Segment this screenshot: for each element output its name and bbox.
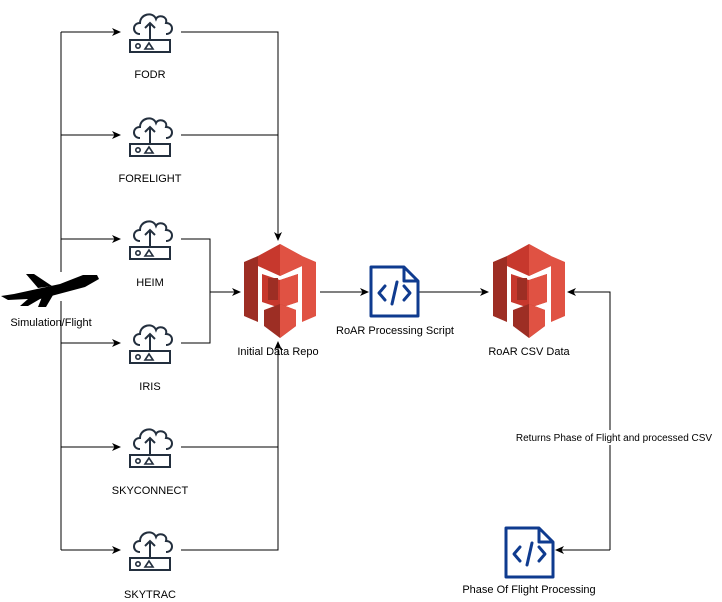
edge-heim-repo (181, 238, 241, 296)
code-file-icon (504, 526, 555, 579)
code-file-icon (369, 265, 420, 318)
initial-repo-label: Initial Data Repo (237, 346, 318, 358)
connectors (60, 28, 611, 554)
data-source-node: FORELIGHT (119, 117, 182, 185)
s3-bucket-icon (493, 244, 565, 338)
cloud-upload-icon (129, 531, 173, 571)
return-edge-label: Returns Phase of Flight and processed CS… (516, 433, 713, 444)
csv-repo-label: RoAR CSV Data (488, 346, 570, 358)
initial-repo-node: Initial Data Repo (237, 244, 319, 358)
cloud-upload-icon (129, 324, 173, 364)
processing-script-label: RoAR Processing Script (336, 325, 454, 337)
cloud-upload-icon (129, 117, 173, 157)
data-source-node: IRIS (129, 324, 173, 393)
return-edge-label-group: Returns Phase of Flight and processed CS… (505, 430, 722, 445)
cloud-upload-icon (129, 428, 173, 468)
data-source-node: SKYCONNECT (112, 428, 189, 497)
data-source-label: SKYCONNECT (112, 485, 189, 497)
airplane-icon (1, 274, 99, 307)
phase-processing-label: Phase Of Flight Processing (462, 584, 595, 596)
csv-repo-node: RoAR CSV Data (488, 244, 571, 358)
edge-fodr-repo (181, 31, 282, 241)
phase-processing-node: Phase Of Flight Processing (462, 526, 596, 596)
data-source-node: FODR (129, 13, 173, 81)
edge-iris-repo (181, 292, 211, 344)
data-source-label: SKYTRAC (124, 589, 176, 601)
cloud-upload-icon (129, 220, 173, 260)
source-node: Simulation/Flight (1, 274, 99, 329)
data-source-label: FODR (134, 69, 165, 81)
data-source-node: SKYTRAC (124, 531, 176, 601)
data-source-node: HEIM (129, 220, 173, 289)
s3-bucket-icon (244, 244, 316, 338)
data-source-label: FORELIGHT (119, 173, 182, 185)
data-source-label: HEIM (136, 277, 164, 289)
edge-skytrac-repo (181, 341, 282, 551)
data-source-label: IRIS (139, 381, 160, 393)
processing-script-node: RoAR Processing Script (336, 265, 454, 337)
source-label: Simulation/Flight (10, 317, 91, 329)
edge-phase-csv (567, 288, 611, 550)
cloud-upload-icon (129, 13, 173, 53)
